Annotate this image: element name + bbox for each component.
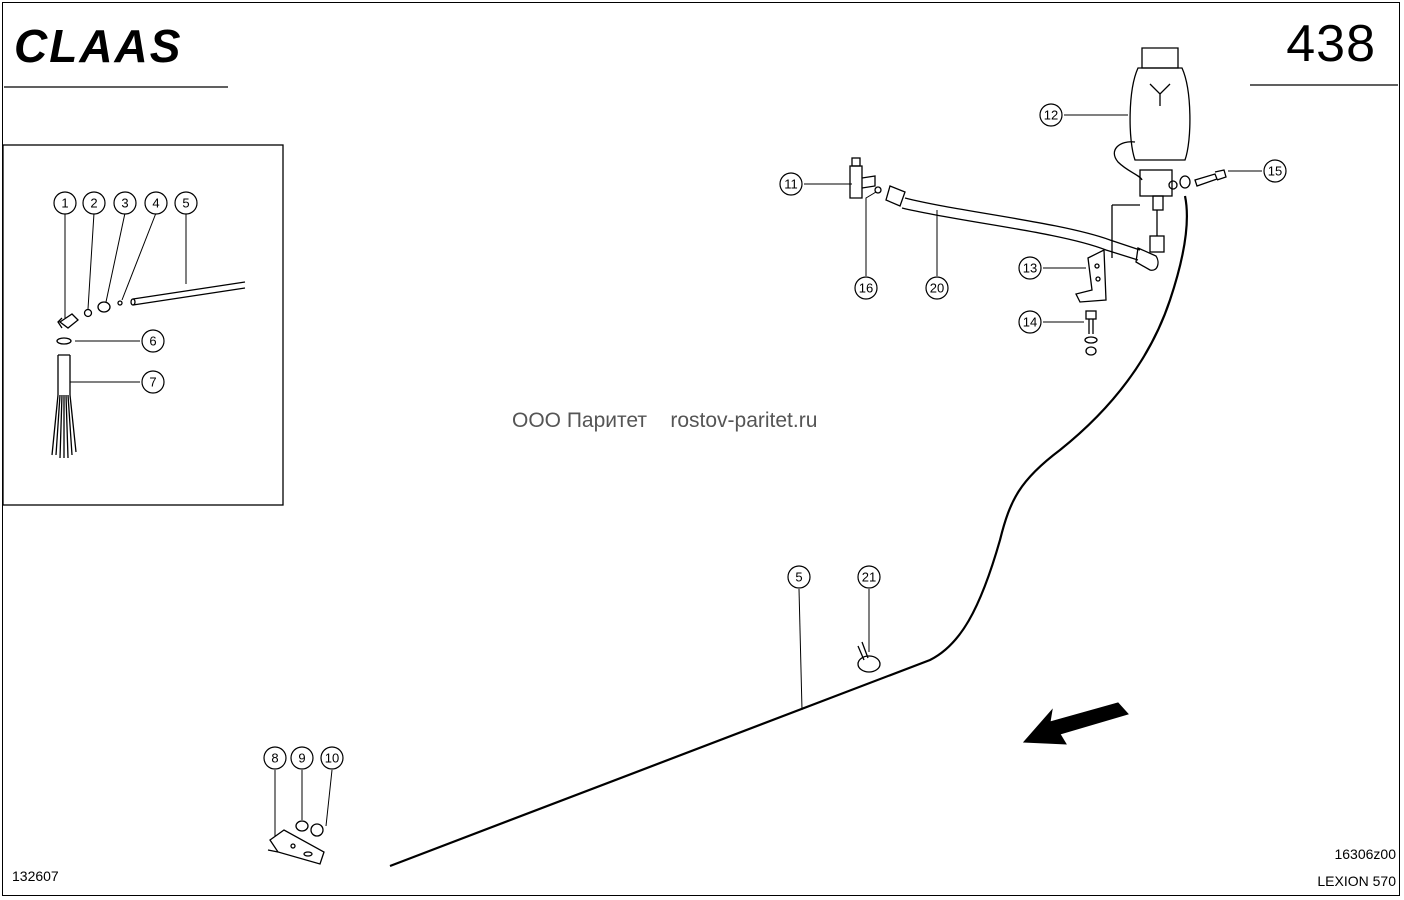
inset-olive: [83, 308, 93, 318]
callout-9: 9: [290, 746, 314, 770]
callout-label: 9: [298, 751, 305, 766]
mounting-bracket-13: [1075, 204, 1140, 303]
hose-line-main: [389, 195, 1188, 868]
callout-7: 7: [141, 370, 165, 394]
callout-2: 2: [82, 191, 106, 215]
callout-label: 3: [121, 196, 128, 211]
machine-model: LEXION 570: [1317, 873, 1396, 889]
inset-brush: [51, 354, 77, 459]
callout-label: 15: [1268, 164, 1282, 179]
page-number: 438: [1286, 15, 1376, 73]
callout-13: 13: [1018, 256, 1042, 280]
callout-4: 4: [144, 191, 168, 215]
claas-logo: CLAAS: [14, 22, 182, 68]
braided-hose: [885, 185, 1165, 271]
reservoir-bottle: [1113, 47, 1191, 211]
drawing-id-right: 16306z00: [1334, 846, 1396, 862]
detail-inset-box: [2, 144, 284, 506]
callout-label: 11: [784, 177, 798, 192]
drawing-id-left: 132607: [12, 868, 59, 884]
callout-6: 6: [141, 329, 165, 353]
callout-label: 16: [859, 281, 873, 296]
callout-label: 6: [149, 334, 156, 349]
callout-label: 21: [862, 570, 876, 585]
bolt-set-14: [1084, 310, 1098, 356]
inset-washer: [56, 337, 72, 345]
callout-5: 5: [174, 191, 198, 215]
callout-label: 7: [149, 375, 156, 390]
bracket-set-8-10: [267, 820, 325, 865]
callout-1: 1: [53, 191, 77, 215]
callout-label: 5: [795, 570, 802, 585]
callout-16: 16: [854, 276, 878, 300]
callout-label: 20: [930, 281, 944, 296]
callout-3: 3: [113, 191, 137, 215]
inset-ring: [117, 300, 123, 306]
direction-arrow: [1022, 702, 1129, 745]
callout-21: 21: [857, 565, 881, 589]
inset-elbow-fitting: [57, 313, 79, 329]
callout-5: 5: [787, 565, 811, 589]
inset-hose: [132, 281, 246, 306]
inset-nut: [97, 301, 111, 313]
callout-label: 10: [325, 751, 339, 766]
callout-label: 5: [182, 196, 189, 211]
callout-12: 12: [1039, 103, 1063, 127]
callout-20: 20: [925, 276, 949, 300]
callout-label: 2: [90, 196, 97, 211]
callout-label: 4: [152, 196, 159, 211]
callout-label: 13: [1023, 261, 1037, 276]
callout-15: 15: [1263, 159, 1287, 183]
callout-11: 11: [779, 172, 803, 196]
main-leaders: [274, 114, 1262, 836]
o-ring-16: [874, 186, 882, 194]
inset-leaders: [64, 212, 187, 383]
screw-set-15: [1168, 169, 1227, 190]
callout-8: 8: [263, 746, 287, 770]
hose-clamp: [857, 641, 881, 673]
watermark-text: ООО Паритет rostov-paritet.ru: [512, 409, 818, 432]
callout-10: 10: [320, 746, 344, 770]
callout-14: 14: [1018, 310, 1042, 334]
callout-label: 8: [271, 751, 278, 766]
callout-label: 12: [1044, 108, 1058, 123]
svg-text:CLAAS: CLAAS: [14, 22, 182, 68]
tee-fitting: [849, 157, 876, 199]
callout-label: 1: [61, 196, 68, 211]
callout-label: 14: [1023, 315, 1037, 330]
